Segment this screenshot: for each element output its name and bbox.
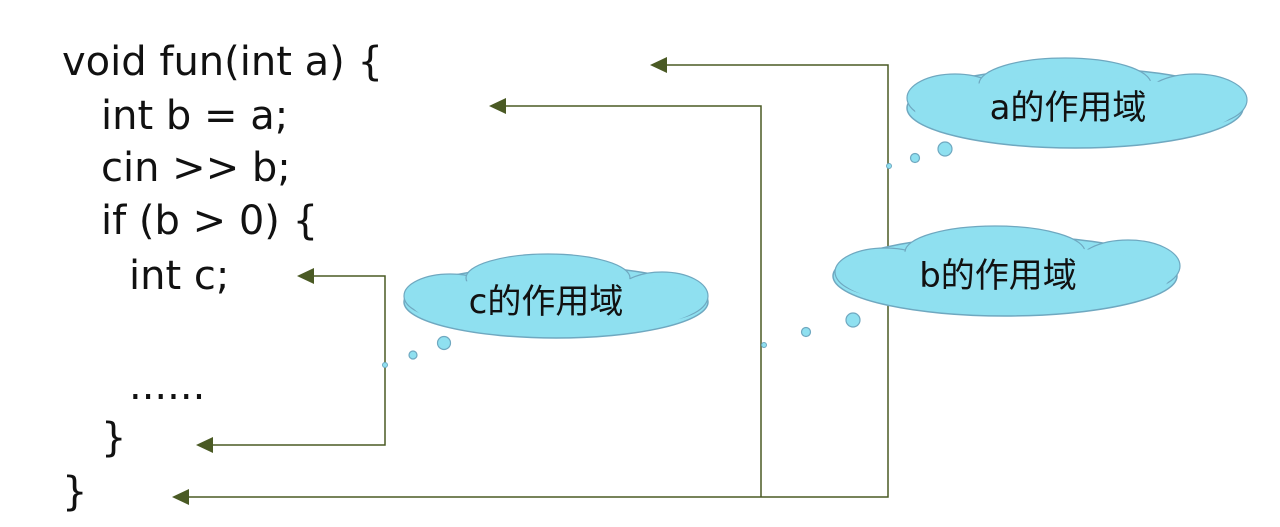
code-line-7: } — [101, 415, 127, 461]
cloud-c-bubble-1 — [436, 335, 452, 351]
scope-b-cloud: b的作用域 — [761, 225, 1181, 348]
scope-b-line — [500, 105, 762, 497]
code-line-4: if (b > 0) { — [101, 198, 319, 244]
scope-c-start-arrow — [297, 268, 314, 284]
code-line-1: void fun(int a) { — [62, 39, 383, 85]
cloud-a-bubble-1 — [937, 141, 953, 157]
code-line-6: ...... — [129, 363, 206, 409]
cloud-b-bubble-2 — [800, 326, 812, 338]
scope-b-label: b的作用域 — [919, 256, 1077, 296]
scope-c-end-arrow — [196, 437, 213, 453]
code-line-8: } — [62, 469, 88, 515]
scope-c-cloud: c的作用域 — [382, 253, 709, 368]
cloud-c-bubble-3 — [382, 362, 388, 368]
cloud-a-fill — [915, 77, 1235, 143]
cloud-a-bubble-3 — [886, 163, 892, 169]
cloud-b-bubble-1 — [845, 312, 861, 328]
scope-a-start-arrow — [650, 57, 667, 73]
cloud-c-bubble-2 — [408, 350, 418, 360]
scope-a-label: a的作用域 — [990, 88, 1147, 128]
cloud-c-fill — [412, 275, 700, 333]
scope-b-bracket — [489, 98, 762, 497]
scope-c-line — [205, 275, 386, 446]
code-line-2: int b = a; — [101, 93, 289, 139]
scope-c-label: c的作用域 — [469, 282, 624, 322]
scope-a-cloud: a的作用域 — [886, 57, 1248, 169]
code-line-5: int c; — [129, 253, 230, 299]
cloud-b-bubble-3 — [761, 342, 767, 348]
scope-a-end-arrow — [172, 489, 189, 505]
scope-c-bracket — [196, 268, 386, 453]
scope-b-start-arrow — [489, 98, 506, 114]
code-line-3: cin >> b; — [101, 145, 291, 191]
cloud-b-fill — [841, 245, 1169, 311]
cloud-a-bubble-2 — [909, 152, 921, 164]
